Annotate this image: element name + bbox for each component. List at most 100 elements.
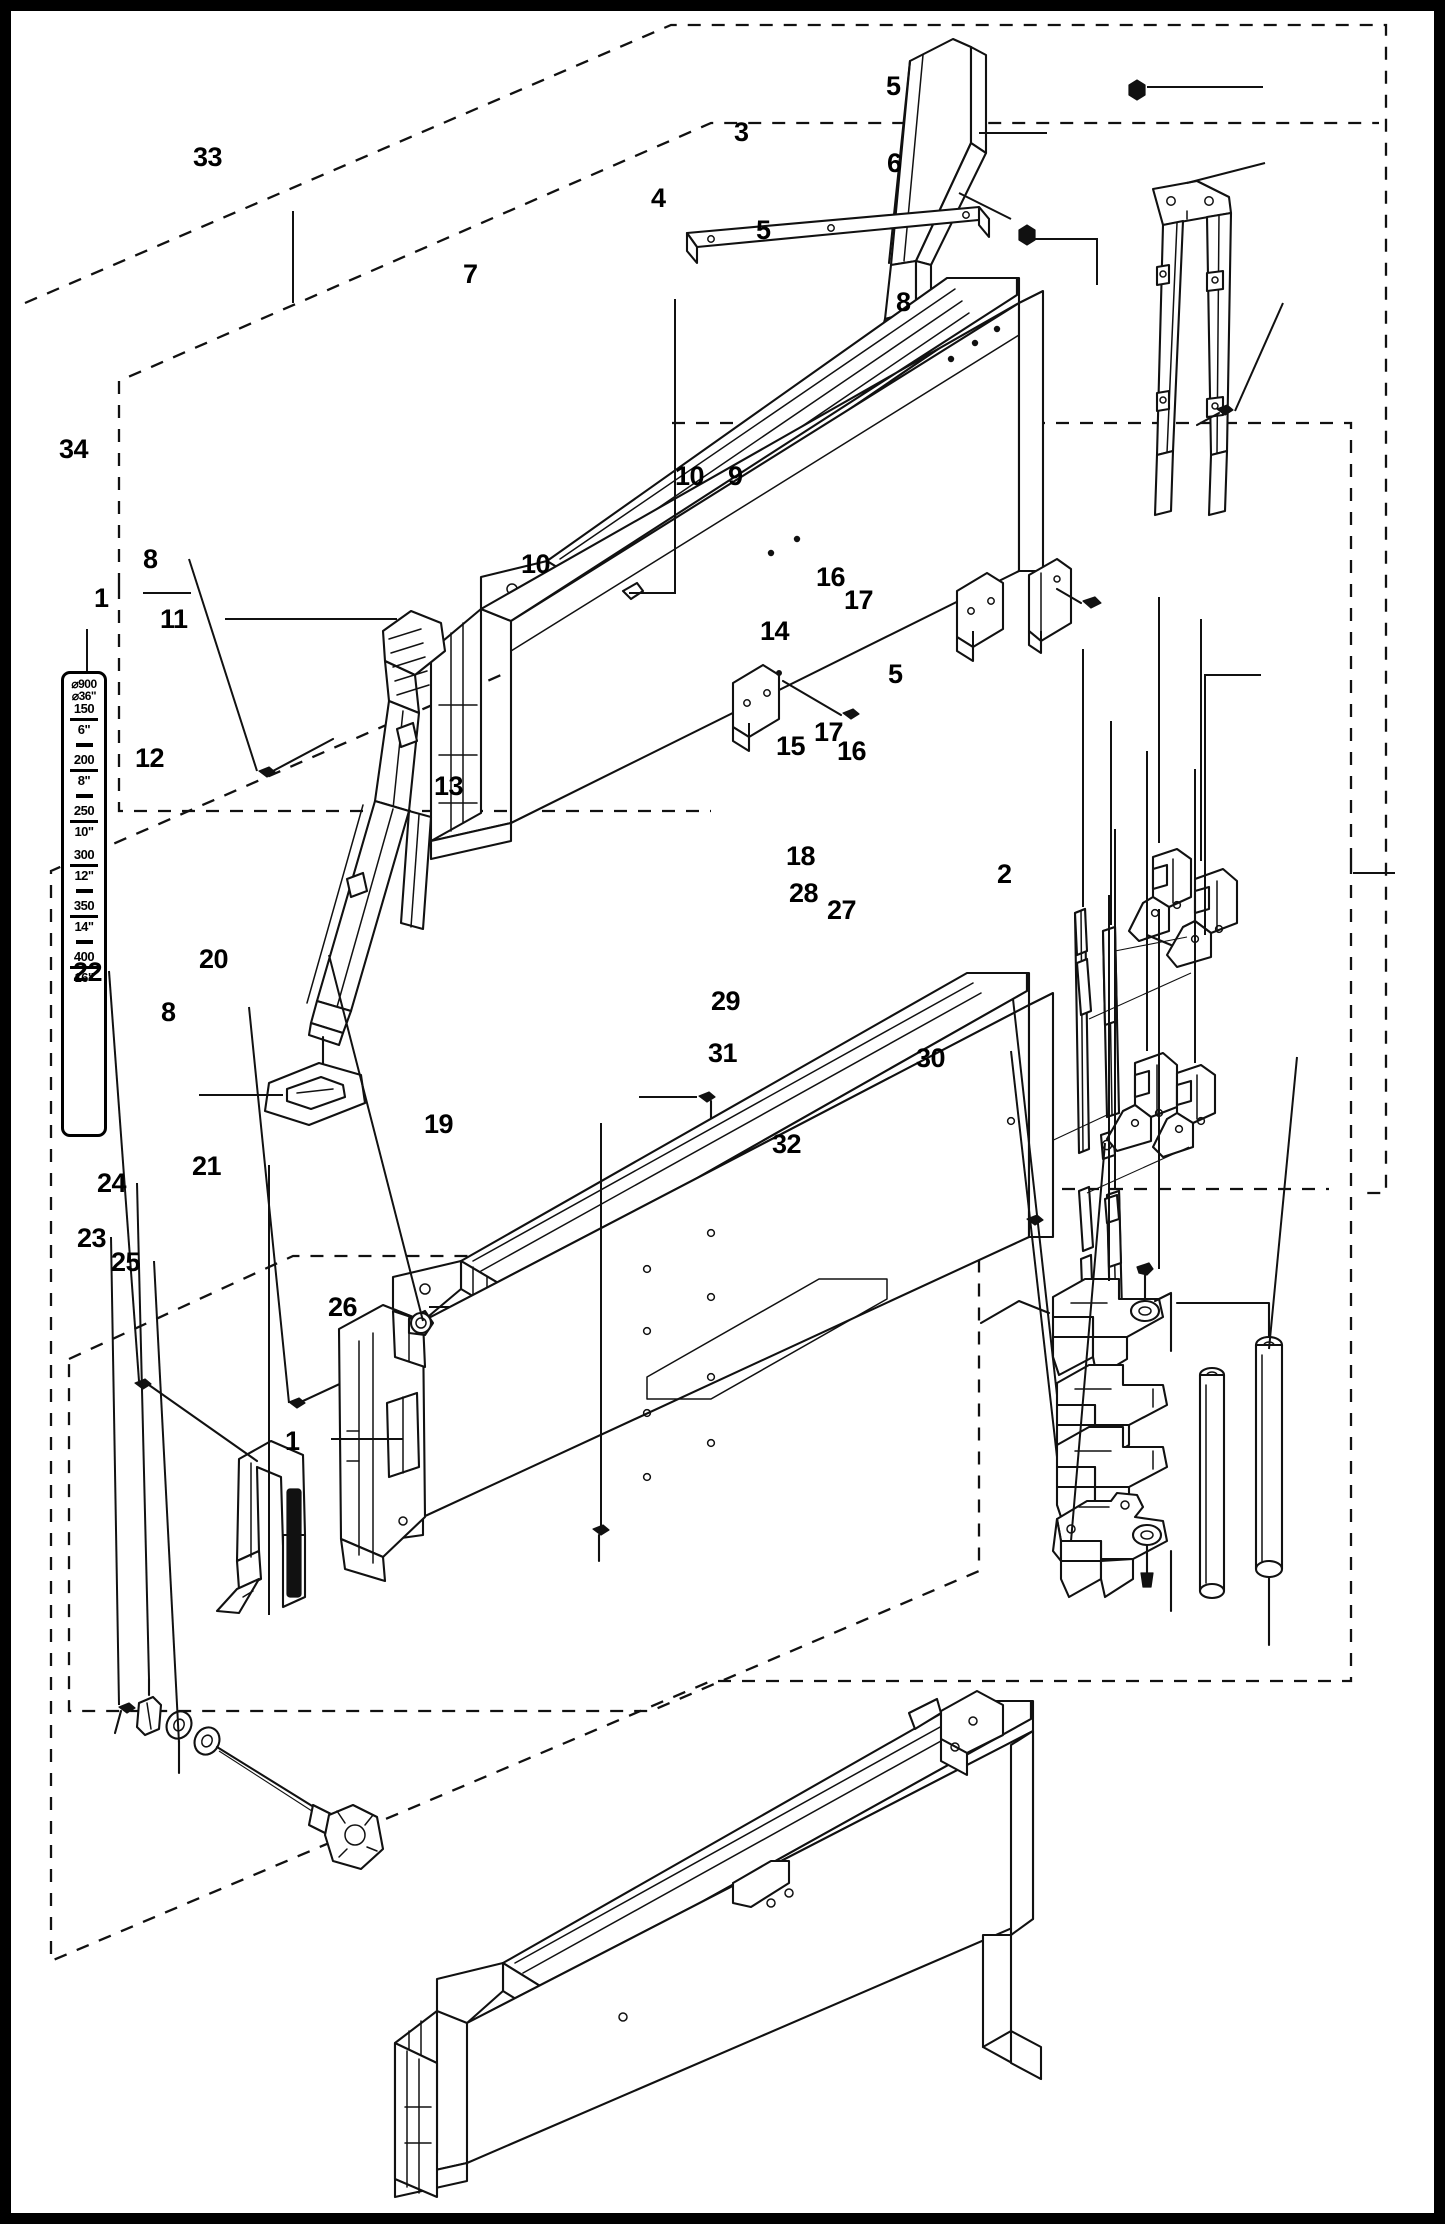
sub-assembly-one-boundary-lower bbox=[117, 586, 711, 813]
scale-value-in: 12" bbox=[74, 868, 94, 883]
scale-tick bbox=[75, 889, 93, 893]
scale-value-in: 10" bbox=[74, 824, 94, 839]
clip-bracket-upper-right bbox=[955, 571, 1005, 663]
diagram-canvas: .s{fill:none;stroke:#111;stroke-width:2.… bbox=[24, 23, 1395, 2199]
scale-value-in: 8" bbox=[77, 773, 91, 788]
scale-divider bbox=[70, 820, 98, 823]
pin bbox=[113, 1702, 136, 1735]
callout-26-depth-adjust-knob-rod: 26 bbox=[328, 1292, 358, 1322]
callout-31-clamp-jaw-lower: 31 bbox=[708, 1038, 738, 1068]
scale-tick bbox=[75, 743, 93, 747]
latch-cam-lower bbox=[1105, 1051, 1179, 1153]
callout-15-guide-rail-right: 15 bbox=[776, 731, 806, 761]
sub-assembly-two-boundary-lower bbox=[49, 599, 1353, 1963]
scale-header-in: ⌀36" bbox=[71, 689, 97, 703]
callout-1-base-assembly: 1 bbox=[285, 1426, 300, 1456]
callout-18-guide-rail-lower: 18 bbox=[786, 841, 816, 871]
callout-19-screw-panel-lower-edge: 19 bbox=[424, 1109, 454, 1139]
callout-9-angle-clip: 9 bbox=[728, 461, 743, 491]
spring-clip bbox=[135, 1677, 163, 1737]
scale-tick bbox=[75, 794, 93, 798]
callout-27-screw-clamp: 27 bbox=[827, 895, 857, 925]
scale-header: ⌀900 ⌀36" bbox=[71, 674, 97, 703]
callout-22-screw-handle-grip: 22 bbox=[73, 957, 103, 987]
outer-assembly-boundary bbox=[24, 23, 1388, 1195]
scale-tick bbox=[75, 940, 93, 944]
callout-3-upper-deflector-vane: 3 bbox=[734, 117, 749, 147]
sub-assembly-one-boundary bbox=[117, 121, 1379, 586]
carry-handle bbox=[215, 1439, 307, 1615]
callout-4-mounting-strap-bracket: 4 bbox=[651, 183, 666, 213]
scale-divider bbox=[70, 769, 98, 772]
guide-rod-pair bbox=[1175, 1301, 1284, 1647]
bracket-clamp-top bbox=[979, 1277, 1173, 1379]
callout-16-latch-hook-upper: 16 bbox=[816, 562, 846, 592]
callout-17-latch-cam-lower: 17 bbox=[814, 717, 844, 747]
control-housing bbox=[337, 1303, 435, 1583]
scale-value-in: 16" bbox=[74, 970, 94, 985]
callout-17-latch-cam-upper: 17 bbox=[844, 585, 874, 615]
callout-13-screw-lower-panel: 13 bbox=[434, 771, 464, 801]
callout-16-latch-hook-lower: 16 bbox=[837, 736, 867, 766]
callout-20-control-housing: 20 bbox=[199, 944, 229, 974]
callout-6-vertical-support-arm: 6 bbox=[887, 148, 902, 178]
screw-angle-clip bbox=[1055, 587, 1102, 609]
callout-10-clip-bracket-upper-right: 10 bbox=[675, 461, 705, 491]
callout-32-clamp-pivot-block: 32 bbox=[772, 1129, 802, 1159]
screw-lower-panel-right bbox=[1026, 1214, 1044, 1226]
foot-pad bbox=[263, 1035, 367, 1127]
mounting-strap-bracket bbox=[685, 205, 991, 265]
scale-divider bbox=[70, 915, 98, 918]
callout-25-washer-pair: 25 bbox=[111, 1247, 141, 1277]
washer-pair bbox=[165, 1710, 221, 1775]
lower-guard-panel bbox=[349, 971, 1055, 1547]
callout-14-guide-rail-left: 14 bbox=[760, 616, 790, 646]
screw-panel-lower-edge bbox=[592, 1524, 610, 1563]
depth-adjust-knob-rod bbox=[215, 1745, 385, 1871]
callout-28-bracket-clamp-top: 28 bbox=[789, 878, 819, 908]
callout-30-guide-rod-pair: 30 bbox=[916, 1043, 946, 1073]
scale-value-in: 14" bbox=[74, 919, 94, 934]
scale-value-mm: 400 bbox=[73, 949, 95, 964]
leader-lines bbox=[86, 86, 1395, 1744]
callout-1-sub-assembly-one-boundary: 1 bbox=[94, 583, 109, 613]
scale-divider bbox=[70, 864, 98, 867]
scale-divider bbox=[70, 966, 98, 969]
callout-8-screw-handle-column: 8 bbox=[143, 544, 158, 574]
scale-header-mm: ⌀900 bbox=[71, 677, 97, 691]
scale-value-mm: 200 bbox=[73, 752, 95, 767]
callout-2-sub-assembly-two-boundary: 2 bbox=[997, 859, 1012, 889]
callout-8-screw-control-housing: 8 bbox=[161, 997, 176, 1027]
scale-divider bbox=[70, 718, 98, 721]
callout-11-handle-column-upper: 11 bbox=[160, 604, 188, 634]
callout-8-screw-support-arm: 8 bbox=[896, 287, 911, 317]
handle-column-upper bbox=[306, 609, 447, 1047]
guide-rail-left bbox=[1073, 907, 1095, 1315]
callout-24-spring-clip: 24 bbox=[97, 1168, 127, 1198]
callout-29-clamp-jaw-upper: 29 bbox=[711, 986, 741, 1016]
callout-12-foot-pad: 12 bbox=[135, 743, 165, 773]
screw-handle-grip bbox=[134, 1378, 259, 1463]
screw-handle-column bbox=[258, 737, 335, 778]
callout-34-depth-scale-decal: 34 bbox=[59, 434, 89, 464]
callout-21-carry-handle: 21 bbox=[192, 1151, 222, 1181]
angle-clip bbox=[1027, 557, 1073, 655]
callout-5-hex-nut-rail: 5 bbox=[888, 659, 903, 689]
hex-nut-upper-right bbox=[1128, 79, 1146, 101]
clamp-pivot-block bbox=[1051, 1491, 1173, 1613]
scale-value-mm: 350 bbox=[73, 898, 95, 913]
scale-value-mm: 250 bbox=[73, 803, 95, 818]
callout-33-outer-assembly-boundary: 33 bbox=[193, 142, 223, 172]
screw-clip-bracket-mid bbox=[775, 669, 860, 720]
screw-support-arm bbox=[1195, 404, 1234, 427]
latch-hook-lower bbox=[1151, 1063, 1217, 1159]
upper-guard-panel bbox=[429, 276, 1045, 861]
vertical-support-arm bbox=[1151, 179, 1233, 517]
